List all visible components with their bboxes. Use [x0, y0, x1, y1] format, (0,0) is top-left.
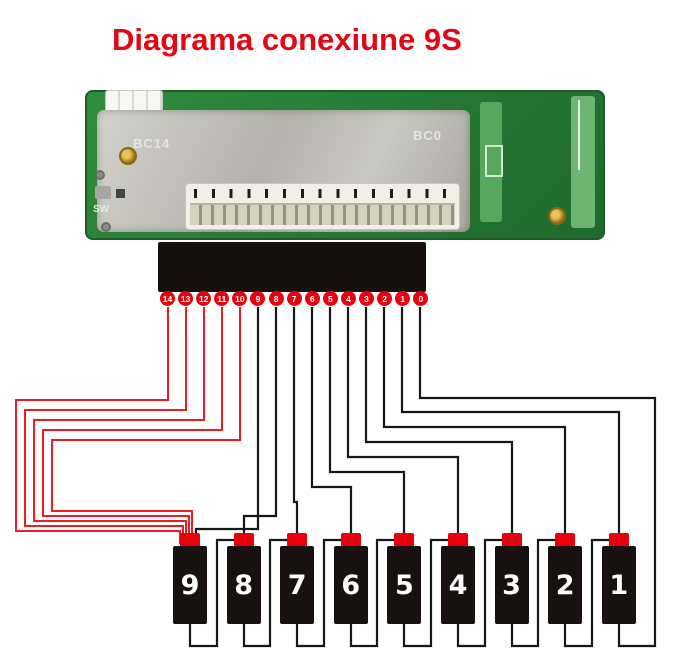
socket-teeth — [190, 203, 455, 225]
cell-positive-terminal — [447, 533, 468, 546]
series-link — [456, 538, 504, 648]
black-wire-pin2 — [382, 307, 567, 544]
pin-badge: 5 — [322, 291, 338, 306]
battery-cell: 7 — [280, 533, 315, 624]
cell-number: 7 — [280, 546, 315, 624]
cell-positive-terminal — [555, 533, 576, 546]
pin-badge: 3 — [359, 291, 375, 306]
pcb-trace-band — [480, 102, 502, 222]
page-title: Diagrama conexiune 9S — [112, 22, 462, 57]
pin-badge: 0 — [413, 291, 429, 306]
cell-number: 1 — [601, 546, 636, 624]
cell-number: 8 — [226, 546, 261, 624]
black-wire-pin5 — [328, 307, 406, 544]
pin-badge: 1 — [395, 291, 411, 306]
pin-badge: 11 — [214, 291, 230, 306]
black-wire-pin0 — [418, 307, 657, 648]
sw-pad — [95, 186, 111, 199]
pin-badge: 12 — [196, 291, 212, 306]
series-link — [563, 538, 611, 648]
red-wire-pin13 — [24, 307, 187, 544]
screw-icon — [548, 207, 566, 225]
cell-positive-terminal — [501, 533, 522, 546]
pin-number-row: 14 13 12 11 10 9 8 7 6 5 4 3 2 1 0 — [160, 291, 429, 306]
battery-row: 9 8 7 6 5 4 3 2 — [173, 533, 636, 624]
socket-pin-row — [194, 189, 451, 198]
pcb-edge-band — [571, 96, 595, 228]
bms-board-photo: BC14 BC0 SW — [85, 90, 605, 240]
mount-hole — [95, 170, 105, 180]
red-wire-pin14 — [15, 307, 181, 544]
battery-cell: 2 — [548, 533, 583, 624]
pin-badge: 10 — [232, 291, 248, 306]
sw-label: SW — [93, 204, 110, 215]
black-wire-pin3 — [364, 307, 514, 544]
black-wire-pin8 — [242, 307, 278, 544]
series-link — [188, 538, 236, 648]
series-link — [242, 538, 289, 648]
cell-positive-terminal — [180, 533, 200, 546]
battery-cell: 3 — [494, 533, 529, 624]
balance-socket — [185, 183, 460, 230]
cell-positive-terminal — [608, 533, 629, 546]
cell-positive-terminal — [233, 533, 254, 546]
battery-cell: 6 — [333, 533, 368, 624]
cell-number: 9 — [173, 546, 207, 624]
pin-badge: 2 — [377, 291, 393, 306]
shield-label-bc14: BC14 — [133, 136, 171, 151]
battery-cell: 8 — [226, 533, 261, 624]
cell-number: 4 — [440, 546, 475, 624]
mount-hole — [101, 222, 111, 232]
black-wire-pin4 — [346, 307, 460, 544]
black-wire-pin9 — [194, 307, 260, 544]
battery-cell: 4 — [440, 533, 475, 624]
series-link — [510, 538, 557, 648]
cell-number: 6 — [333, 546, 368, 624]
cell-positive-terminal — [340, 533, 361, 546]
cell-number: 3 — [494, 546, 529, 624]
cell-positive-terminal — [287, 533, 308, 546]
pin-badge: 9 — [250, 291, 266, 306]
pin-badge: 4 — [340, 291, 356, 306]
black-wire-pin1 — [400, 307, 621, 544]
red-wire-pin11 — [42, 307, 223, 544]
pin-badge: 7 — [286, 291, 302, 306]
battery-cell: 1 — [601, 533, 636, 624]
cell-number: 2 — [548, 546, 583, 624]
pin-badge: 13 — [178, 291, 194, 306]
cell-positive-terminal — [394, 533, 415, 546]
black-wire-pin6 — [310, 307, 353, 544]
battery-cell: 9 — [173, 533, 207, 624]
balance-connector-plug — [158, 242, 426, 292]
screw-icon — [119, 147, 137, 165]
black-wire-pin7 — [292, 307, 299, 544]
cell-number: 5 — [387, 546, 422, 624]
pcb-trace-line — [578, 100, 580, 170]
red-wire-pin10 — [51, 307, 241, 544]
pcb-trace-outline — [485, 145, 503, 177]
series-link — [295, 538, 343, 648]
series-link — [402, 538, 450, 648]
pin-badge: 6 — [304, 291, 320, 306]
shield-label-bc0: BC0 — [413, 128, 443, 143]
sw-chip — [116, 189, 125, 198]
pin-badge: 14 — [160, 291, 175, 306]
pin-badge: 8 — [268, 291, 284, 306]
red-wire-pin12 — [33, 307, 205, 544]
series-link — [349, 538, 396, 648]
battery-cell: 5 — [387, 533, 422, 624]
